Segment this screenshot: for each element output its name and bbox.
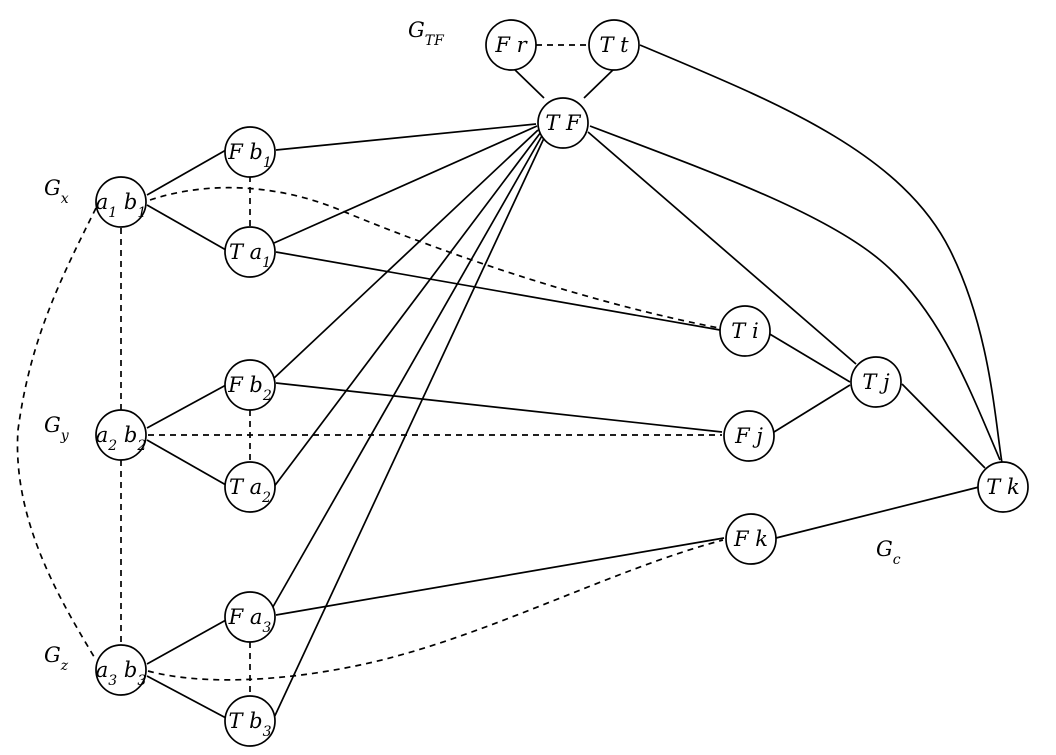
edge-a2b2-fb2 [146, 384, 227, 429]
node-ta1: T a1 [224, 226, 276, 278]
edge-a1b1-ti [149, 186, 720, 329]
node-fj-label: F j [734, 424, 763, 448]
group-label-layer: Gx Gy Gz GTF Gc [44, 18, 901, 674]
node-fj: F j [723, 410, 775, 462]
edge-ta1-ti [275, 251, 721, 331]
node-fk-label: F k [733, 527, 768, 551]
edge-tj-tk [901, 383, 986, 469]
group-label-gy: Gy [44, 413, 70, 444]
edge-a1b1-a3b3 [16, 207, 97, 661]
node-tt: T t [588, 19, 640, 71]
node-a1b1: a1 b1 [95, 176, 147, 228]
node-fb1-label: F b1 [227, 140, 272, 171]
edge-ta1-tf [273, 125, 538, 244]
edge-a2b2-ta2 [146, 439, 227, 486]
group-label-gz: Gz [44, 643, 69, 674]
node-a1b1-label: a1 b1 [96, 190, 147, 221]
node-tb3-label: T b3 [228, 709, 271, 740]
node-ti: T i [719, 305, 771, 357]
group-label-gx: Gx [44, 176, 69, 207]
node-a3b3: a3 b3 [95, 644, 147, 696]
edge-fj-tj [773, 384, 851, 433]
edge-tf-tj [587, 131, 857, 365]
node-fb2: F b2 [224, 359, 276, 411]
edge-fb2-fj [275, 382, 723, 433]
node-fa3: F a3 [224, 591, 276, 643]
edge-tt-tk [639, 44, 1003, 464]
node-tk-label: T k [986, 475, 1019, 499]
edge-a3b3-tb3 [146, 675, 227, 719]
node-tk: T k [977, 461, 1029, 513]
node-a3b3-label: a3 b3 [96, 658, 147, 689]
node-a2b2: a2 b2 [95, 409, 147, 461]
edge-a1b1-fb1 [146, 149, 227, 196]
edge-layer [16, 44, 1003, 723]
node-fr: F r [485, 19, 537, 71]
node-ta1-label: T a1 [229, 240, 271, 271]
group-label-gc: Gc [876, 537, 901, 568]
node-tj: T j [850, 356, 902, 408]
edge-tt-tf [583, 66, 617, 99]
node-fb1: F b1 [224, 126, 276, 178]
edge-tf-tk [589, 125, 1001, 461]
node-tf: T F [537, 97, 589, 149]
group-label-gtf: GTF [408, 18, 445, 49]
edge-fa3-tf [269, 133, 544, 613]
node-fr-label: F r [494, 33, 528, 57]
node-ta2-label: T a2 [229, 475, 271, 506]
edge-fb1-tf [275, 123, 537, 151]
edge-tb3-tf [271, 135, 546, 723]
node-ta2: T a2 [224, 461, 276, 513]
edge-a3b3-fa3 [146, 619, 227, 665]
node-a2b2-label: a2 b2 [96, 423, 147, 454]
node-ti-label: T i [731, 319, 758, 343]
node-tf-label: T F [545, 111, 582, 135]
node-layer: F r T t T F F b1 T a1 a1 b1 F b2 T a2 [95, 19, 1029, 747]
edge-ta2-tf [269, 131, 542, 493]
edge-a3b3-fk [147, 539, 724, 681]
edge-fr-tf [511, 66, 545, 99]
edge-ti-tj [767, 332, 851, 383]
edge-a1b1-ta1 [146, 204, 227, 251]
node-tb3: T b3 [224, 695, 276, 747]
node-tj-label: T j [862, 370, 890, 394]
edge-fa3-fk [275, 537, 725, 616]
edge-fb2-tf [271, 129, 539, 381]
node-fa3-label: F a3 [228, 605, 272, 636]
edge-fk-tk [775, 486, 980, 539]
node-fk: F k [725, 513, 777, 565]
node-tt-label: T t [599, 33, 629, 57]
node-fb2-label: F b2 [227, 373, 272, 404]
